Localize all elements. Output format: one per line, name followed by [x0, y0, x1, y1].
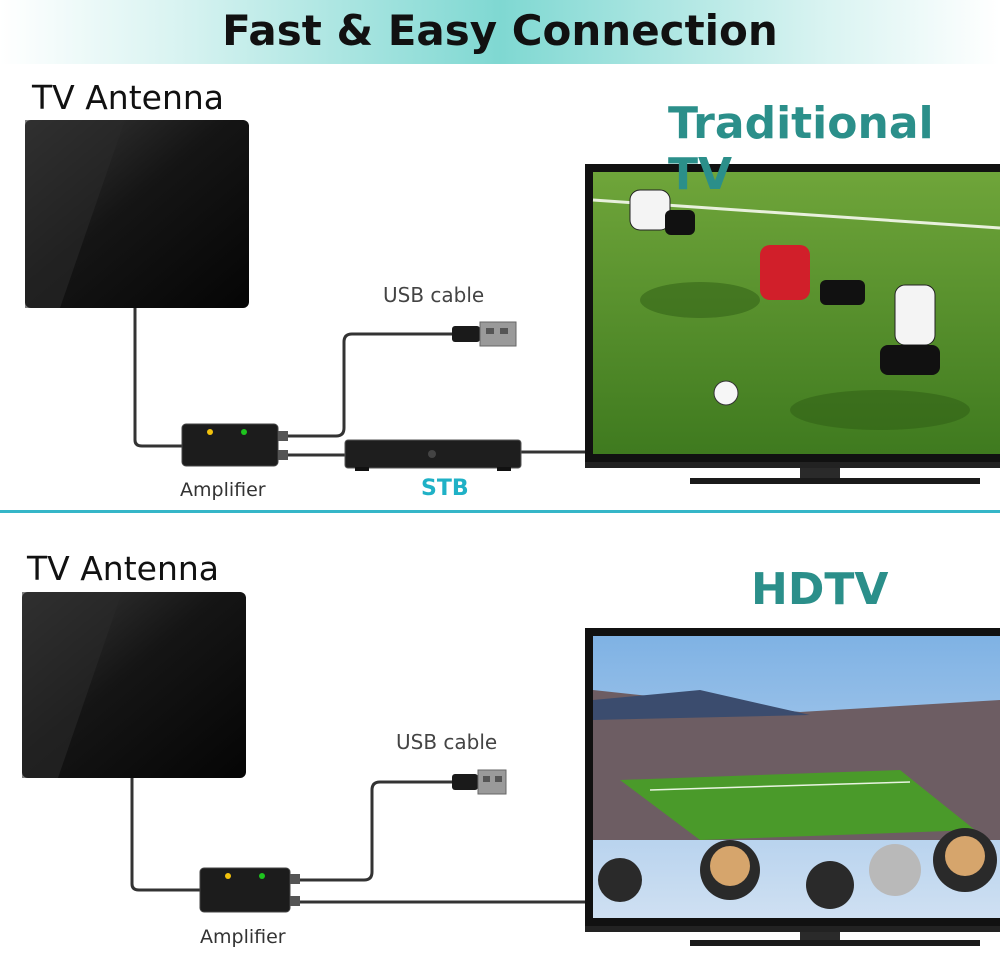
stb-label: STB: [421, 476, 469, 501]
top-amplifier-label: Amplifier: [180, 479, 266, 501]
bottom-cables: [130, 778, 585, 904]
hdtv-title: HDTV: [751, 564, 889, 615]
section-divider: [0, 510, 1000, 513]
top-antenna-label: TV Antenna: [32, 78, 225, 117]
top-usb-plug: [452, 321, 517, 347]
top-antenna: [25, 120, 249, 308]
bottom-amplifier: [199, 867, 300, 913]
traditional-tv: [585, 164, 1000, 484]
bottom-antenna: [22, 592, 246, 778]
stb-box: [344, 439, 522, 471]
top-amplifier: [181, 423, 288, 467]
bottom-usb-plug: [452, 769, 507, 795]
header-banner: [0, 0, 1000, 64]
page-title: Fast & Easy Connection: [222, 6, 778, 55]
bottom-antenna-label: TV Antenna: [27, 549, 220, 588]
bottom-usb-cable-label: USB cable: [396, 730, 498, 754]
traditional-tv-title: Traditional TV: [668, 98, 934, 200]
hdtv: [585, 628, 1000, 946]
top-usb-cable-label: USB cable: [383, 283, 485, 307]
bottom-amplifier-label: Amplifier: [200, 926, 286, 948]
top-cables: [133, 308, 585, 457]
